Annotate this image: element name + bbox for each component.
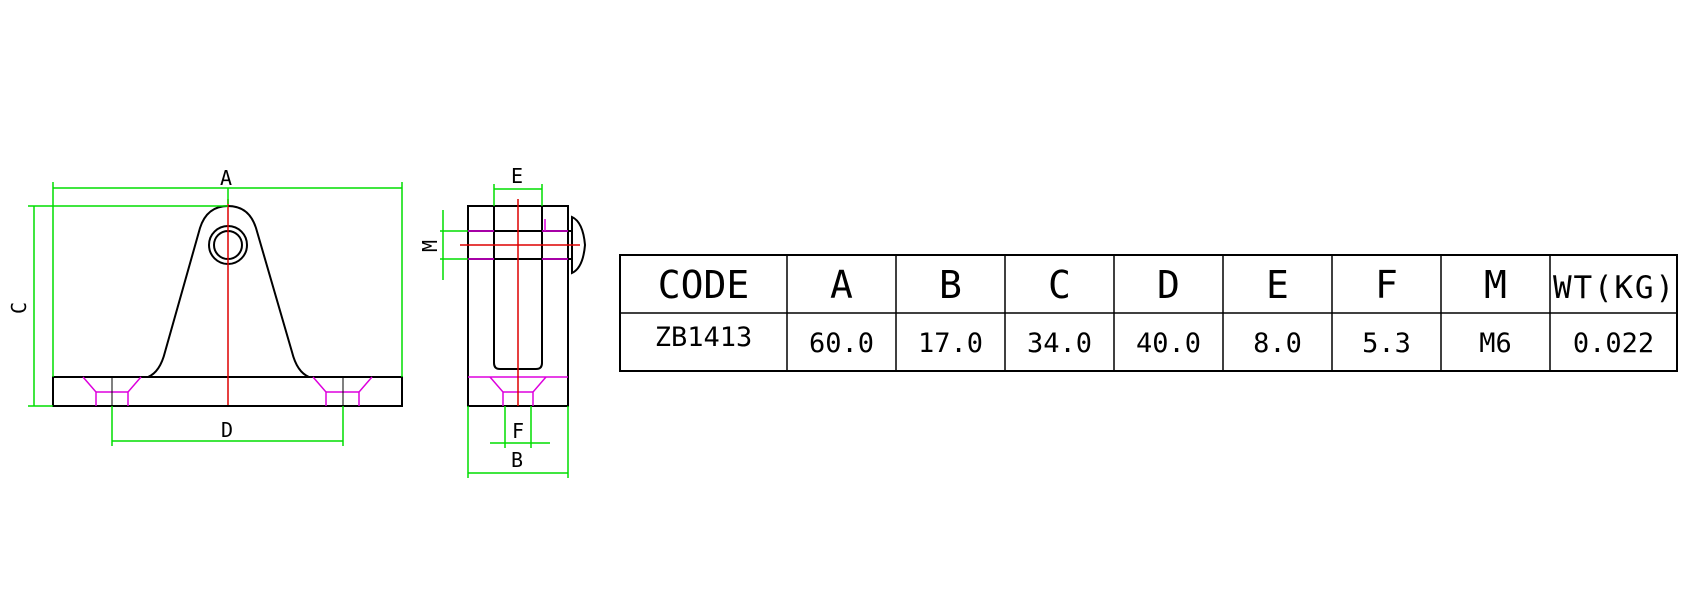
dim-label-b: B: [511, 448, 523, 472]
dimension-c: [28, 205, 228, 407]
spec-table: CODE A B C D E F M WT(KG) ZB1413 60.0 17.0 34.0 40.0…: [619, 254, 1678, 372]
spec-header-f: F: [1375, 263, 1398, 307]
countersink-right: [312, 376, 373, 406]
dim-label-c: C: [7, 302, 31, 314]
dim-label-a: A: [220, 166, 232, 190]
dim-label-e: E: [511, 164, 523, 188]
spec-value-d: 40.0: [1136, 328, 1201, 359]
dim-label-f: F: [512, 419, 524, 443]
spec-value-c: 34.0: [1027, 328, 1092, 359]
spec-header-m: M: [1484, 263, 1507, 307]
front-view: A C D: [7, 166, 403, 446]
countersink-left: [82, 376, 142, 406]
spec-value-f: 5.3: [1362, 328, 1411, 359]
pin-hidden-lines: [468, 219, 568, 260]
spec-table-col-dividers: [786, 255, 1551, 371]
spec-header-e: E: [1266, 263, 1289, 307]
dimension-f: [490, 406, 550, 448]
spec-value-b: 17.0: [918, 328, 983, 359]
spec-header-b: B: [939, 263, 962, 307]
spec-value-a: 60.0: [809, 328, 874, 359]
spec-header-c: C: [1048, 263, 1071, 307]
dimension-m: [440, 210, 468, 280]
dim-label-m: M: [418, 240, 442, 252]
spec-header-d: D: [1157, 263, 1180, 307]
spec-header-code: CODE: [658, 263, 750, 307]
spec-value-wtkg: 0.022: [1573, 328, 1654, 359]
dimension-d: [111, 406, 344, 446]
spec-value-e: 8.0: [1253, 328, 1302, 359]
spec-value-code: ZB1413: [655, 322, 753, 353]
spec-header-wtkg: WT(KG): [1553, 270, 1674, 306]
side-view: E M F B: [418, 164, 587, 478]
dimension-b: [467, 406, 569, 478]
spec-header-a: A: [830, 263, 853, 307]
dimension-a: [52, 182, 403, 377]
spec-value-m: M6: [1479, 328, 1512, 359]
dimension-e: [493, 184, 543, 206]
spec-table-header-row: CODE A B C D E F M WT(KG): [658, 263, 1674, 307]
dim-label-d: D: [221, 418, 233, 442]
spec-table-value-row: ZB1413 60.0 17.0 34.0 40.0 8.0 5.3 M6 0.022: [655, 322, 1654, 359]
